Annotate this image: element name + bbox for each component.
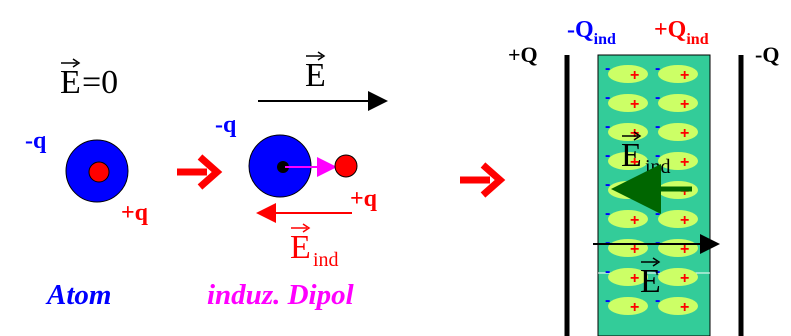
molecule-pos-sign: + — [680, 96, 689, 113]
svg-text:ind: ind — [313, 249, 339, 271]
molecule-pos-sign: + — [630, 212, 639, 229]
molecule-body — [608, 65, 648, 83]
svg-text:E: E — [60, 64, 81, 101]
molecule-pos-sign: + — [630, 154, 639, 171]
svg-text:E: E — [305, 57, 326, 94]
right-plate-charge-label: -Q — [755, 42, 779, 67]
atom-nucleus — [88, 161, 110, 183]
molecule-pos-sign: + — [630, 241, 639, 258]
molecule-pos-sign: + — [680, 241, 689, 258]
atom-caption: Atom — [45, 279, 111, 311]
molecule-neg-sign: - — [655, 292, 660, 309]
molecule-neg-sign: - — [655, 263, 660, 280]
inner-induced-field: E ind — [611, 131, 692, 214]
molecule-body — [608, 94, 648, 112]
molecule-neg-sign: - — [605, 89, 610, 106]
molecule-dipole: -+ — [605, 263, 648, 287]
molecule-dipole: -+ — [655, 292, 698, 316]
dipole-external-field: E — [258, 51, 388, 111]
dipole-caption: induz. Dipol — [207, 279, 355, 311]
svg-text:ind: ind — [645, 156, 671, 178]
molecule-neg-sign: - — [655, 89, 660, 106]
svg-text:=0: =0 — [82, 64, 118, 101]
atom-group: E =0 -q +q Atom — [25, 58, 149, 311]
molecule-neg-sign: - — [605, 147, 610, 164]
molecule-pos-sign: + — [630, 96, 639, 113]
molecule-neg-sign: - — [605, 263, 610, 280]
molecule-dipole: -+ — [655, 118, 698, 142]
transition-arrow-2 — [460, 162, 506, 198]
molecule-dipole: -+ — [605, 60, 648, 84]
molecule-body — [658, 123, 698, 141]
molecule-pos-sign: + — [680, 125, 689, 142]
vector-arrow-head — [72, 58, 81, 68]
molecule-body — [658, 268, 698, 286]
vector-arrow-head — [302, 223, 311, 233]
molecule-pos-sign: + — [630, 270, 639, 287]
molecule-neg-sign: - — [655, 234, 660, 251]
molecule-dipole: -+ — [655, 60, 698, 84]
dipole-group: E -q +q E ind induz. Dipol — [207, 51, 388, 311]
molecule-pos-sign: + — [680, 67, 689, 84]
molecule-body — [608, 268, 648, 286]
molecule-dipole: -+ — [655, 263, 698, 287]
molecule-pos-sign: + — [630, 299, 639, 316]
molecule-body — [658, 297, 698, 315]
atom-field-label: E =0 — [60, 58, 118, 101]
molecule-pos-sign: + — [680, 270, 689, 287]
capacitor-group: -Qind +Qind +Q -Q -+-+-+-+-+-+-+-+-+-+-+… — [508, 17, 779, 336]
external-field-inner: E — [593, 234, 720, 300]
pos-induced-charge-label: +Qind — [654, 17, 709, 48]
left-plate-charge-label: +Q — [508, 42, 538, 67]
molecule-pos-sign: + — [680, 154, 689, 171]
atom-pos-charge-label: +q — [121, 200, 149, 226]
molecule-dipole: -+ — [655, 89, 698, 113]
molecule-dipole: -+ — [655, 147, 698, 171]
vector-arrow-head — [633, 131, 642, 141]
transition-arrow-1 — [177, 154, 223, 190]
molecule-pos-sign: + — [680, 299, 689, 316]
molecule-neg-sign: - — [655, 147, 660, 164]
molecule-pos-sign: + — [630, 67, 639, 84]
molecule-neg-sign: - — [655, 118, 660, 135]
molecule-neg-sign: - — [605, 118, 610, 135]
molecule-neg-sign: - — [605, 205, 610, 222]
svg-text:E: E — [621, 137, 642, 174]
dipole-neg-charge-label: -q — [215, 112, 237, 138]
molecule-neg-sign: - — [655, 205, 660, 222]
molecule-body — [658, 210, 698, 228]
vector-arrow-head — [652, 257, 661, 267]
vector-arrow-head — [317, 51, 326, 61]
molecule-pos-sign: + — [680, 212, 689, 229]
molecule-pos-sign: + — [630, 125, 639, 142]
molecule-body — [608, 239, 648, 257]
dipole-nucleus — [334, 154, 358, 178]
molecule-neg-sign: - — [605, 234, 610, 251]
molecule-neg-sign: - — [655, 60, 660, 77]
molecule-body — [608, 210, 648, 228]
svg-text:E: E — [290, 229, 311, 266]
molecule-dipole: -+ — [605, 89, 648, 113]
neg-induced-charge-label: -Qind — [567, 17, 616, 48]
molecule-dipole: -+ — [605, 205, 648, 229]
molecule-body — [658, 239, 698, 257]
dipole-pos-charge-label: +q — [350, 186, 378, 212]
molecule-body — [658, 152, 698, 170]
dipole-center-dot — [277, 161, 289, 173]
molecule-body — [608, 297, 648, 315]
molecule-neg-sign: - — [605, 176, 610, 193]
molecule-body — [658, 65, 698, 83]
dipole-induced-field-label: E ind — [290, 223, 339, 271]
molecule-neg-sign: - — [605, 60, 610, 77]
atom-neg-charge-label: -q — [25, 128, 47, 154]
molecule-neg-sign: - — [605, 292, 610, 309]
molecule-body — [658, 94, 698, 112]
svg-text:E: E — [640, 263, 661, 300]
molecule-dipole: -+ — [605, 292, 648, 316]
